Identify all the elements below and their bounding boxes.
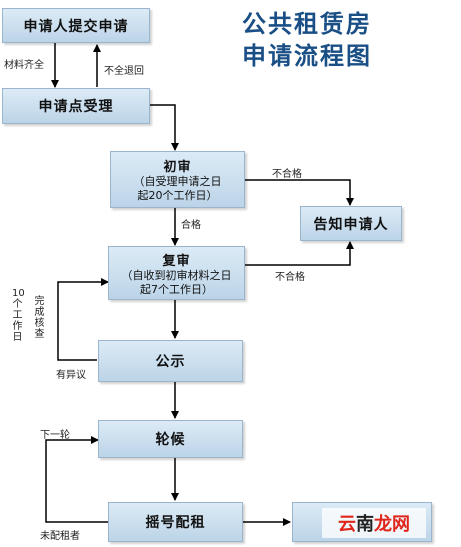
node-lottery: 摇号配租 <box>108 502 243 542</box>
arrow-second-fail-to-notify <box>245 241 354 266</box>
label-not-allocated: 未配租者 <box>40 531 80 542</box>
node-notify: 告知申请人 <box>300 206 402 241</box>
arrow-accept-to-first-review <box>150 104 179 151</box>
label-next-round: 下一轮 <box>40 430 70 441</box>
title-line-1: 公共租赁房 <box>242 10 372 38</box>
label-objection: 有异议 <box>56 370 86 381</box>
arrow-not-allocated-loop <box>45 436 108 523</box>
node-submit: 申请人提交申请 <box>2 8 150 43</box>
node-second-review: 复审 （自收到初审材料之日 起7个工作日） <box>108 246 245 300</box>
label-materials-complete: 材料齐全 <box>4 60 44 71</box>
node-first-review: 初审 （自受理申请之日 起20个工作日） <box>110 151 245 208</box>
title-line-2: 申请流程图 <box>242 42 372 70</box>
node-waiting: 轮候 <box>98 420 243 458</box>
arrow-first-fail-to-notify <box>245 179 354 206</box>
diagram-title: 公共租赁房 申请流程图 <box>242 8 372 72</box>
label-pass: 合格 <box>181 220 201 231</box>
arrow-objection-loop <box>57 278 109 361</box>
node-publicity: 公示 <box>98 340 243 382</box>
node-accept: 申请点受理 <box>2 88 150 124</box>
label-ten-working-days: 10个工作日 <box>12 288 25 343</box>
label-incomplete-return: 不全退回 <box>104 66 144 77</box>
label-first-fail: 不合格 <box>272 169 302 180</box>
label-verify-complete: 完成核查 <box>34 296 45 340</box>
watermark-logo: 云南龙网 <box>322 508 426 538</box>
label-second-fail: 不合格 <box>275 272 305 283</box>
